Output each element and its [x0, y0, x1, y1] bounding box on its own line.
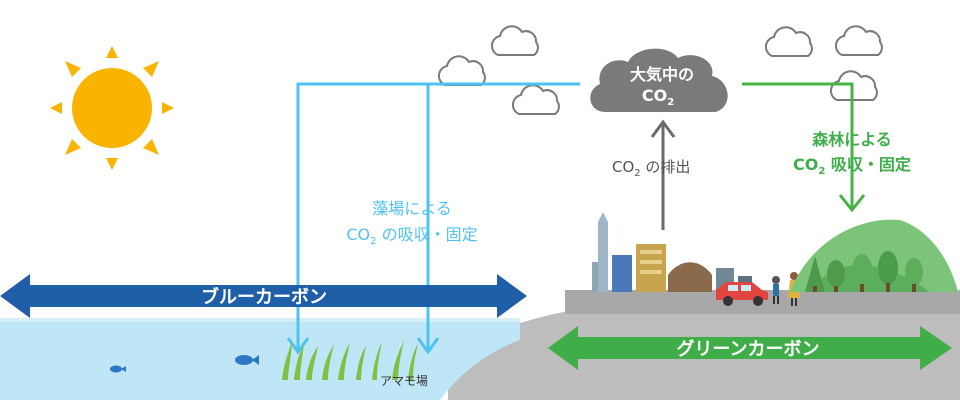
tree-icon: [805, 256, 825, 292]
seagrass-label-line2: CO2 の吸収・固定: [346, 225, 477, 247]
atmosphere-label-line2: CO2: [642, 86, 674, 108]
sun-icon: [50, 46, 174, 170]
seagrass-rest: の吸収・固定: [377, 225, 478, 244]
seagrass-co: CO: [346, 225, 370, 244]
emission-co-sub: 2: [634, 168, 640, 179]
atmosphere-co: CO: [642, 86, 667, 105]
atmosphere-co-sub: 2: [667, 97, 674, 108]
forest-rest: 吸収・固定: [825, 155, 911, 174]
eelgrass-bed-label: アマモ場: [380, 374, 428, 388]
seagrass-arrow-head: [286, 337, 310, 355]
tree-icon: [878, 251, 898, 292]
cloud-icon: [490, 25, 539, 56]
green-carbon-label: グリーンカーボン: [676, 338, 819, 360]
forest-co: CO: [793, 155, 818, 174]
seagrass-label-line1: 藻場による: [372, 199, 452, 218]
emission-arrow-head: [650, 119, 676, 138]
seagrass-absorption-line: [296, 82, 580, 352]
seagrass-co-sub: 2: [370, 236, 376, 247]
cloud-icon: [764, 26, 813, 57]
person-icon: [772, 276, 780, 304]
emission-co: CO: [612, 158, 634, 176]
tree-icon: [852, 254, 872, 292]
forest-arrow-head: [838, 194, 866, 213]
seagrass-icon: [282, 340, 418, 380]
sea-water: [0, 322, 520, 400]
forest-label-line1: 森林による: [812, 130, 892, 149]
emission-label: CO2 の排出: [612, 158, 690, 179]
city-icon: [592, 212, 752, 292]
forest-co-sub: 2: [818, 166, 825, 177]
car-icon: [716, 282, 768, 306]
atmosphere-cloud: 大気中の CO2: [590, 48, 728, 112]
atmosphere-label-line1: 大気中の: [630, 65, 694, 84]
green-carbon-arrow: グリーンカーボン: [548, 326, 952, 370]
fish-icon: [235, 355, 259, 365]
emission-rest: の排出: [641, 158, 691, 176]
cloud-icon: [834, 25, 883, 56]
seagrass-arrow-head: [416, 337, 440, 355]
cloud-icon: [829, 70, 878, 101]
tree-icon: [827, 260, 845, 292]
cloud-icon: [437, 55, 486, 86]
forest-absorption-line: [742, 82, 854, 210]
blue-carbon-label: ブルーカーボン: [201, 286, 327, 308]
cloud-icon: [511, 84, 560, 115]
fish-icon: [110, 365, 126, 373]
tree-icon: [905, 258, 923, 292]
forest-label-line2: CO2 吸収・固定: [793, 155, 911, 177]
blue-carbon-arrow: ブルーカーボン: [0, 274, 527, 318]
